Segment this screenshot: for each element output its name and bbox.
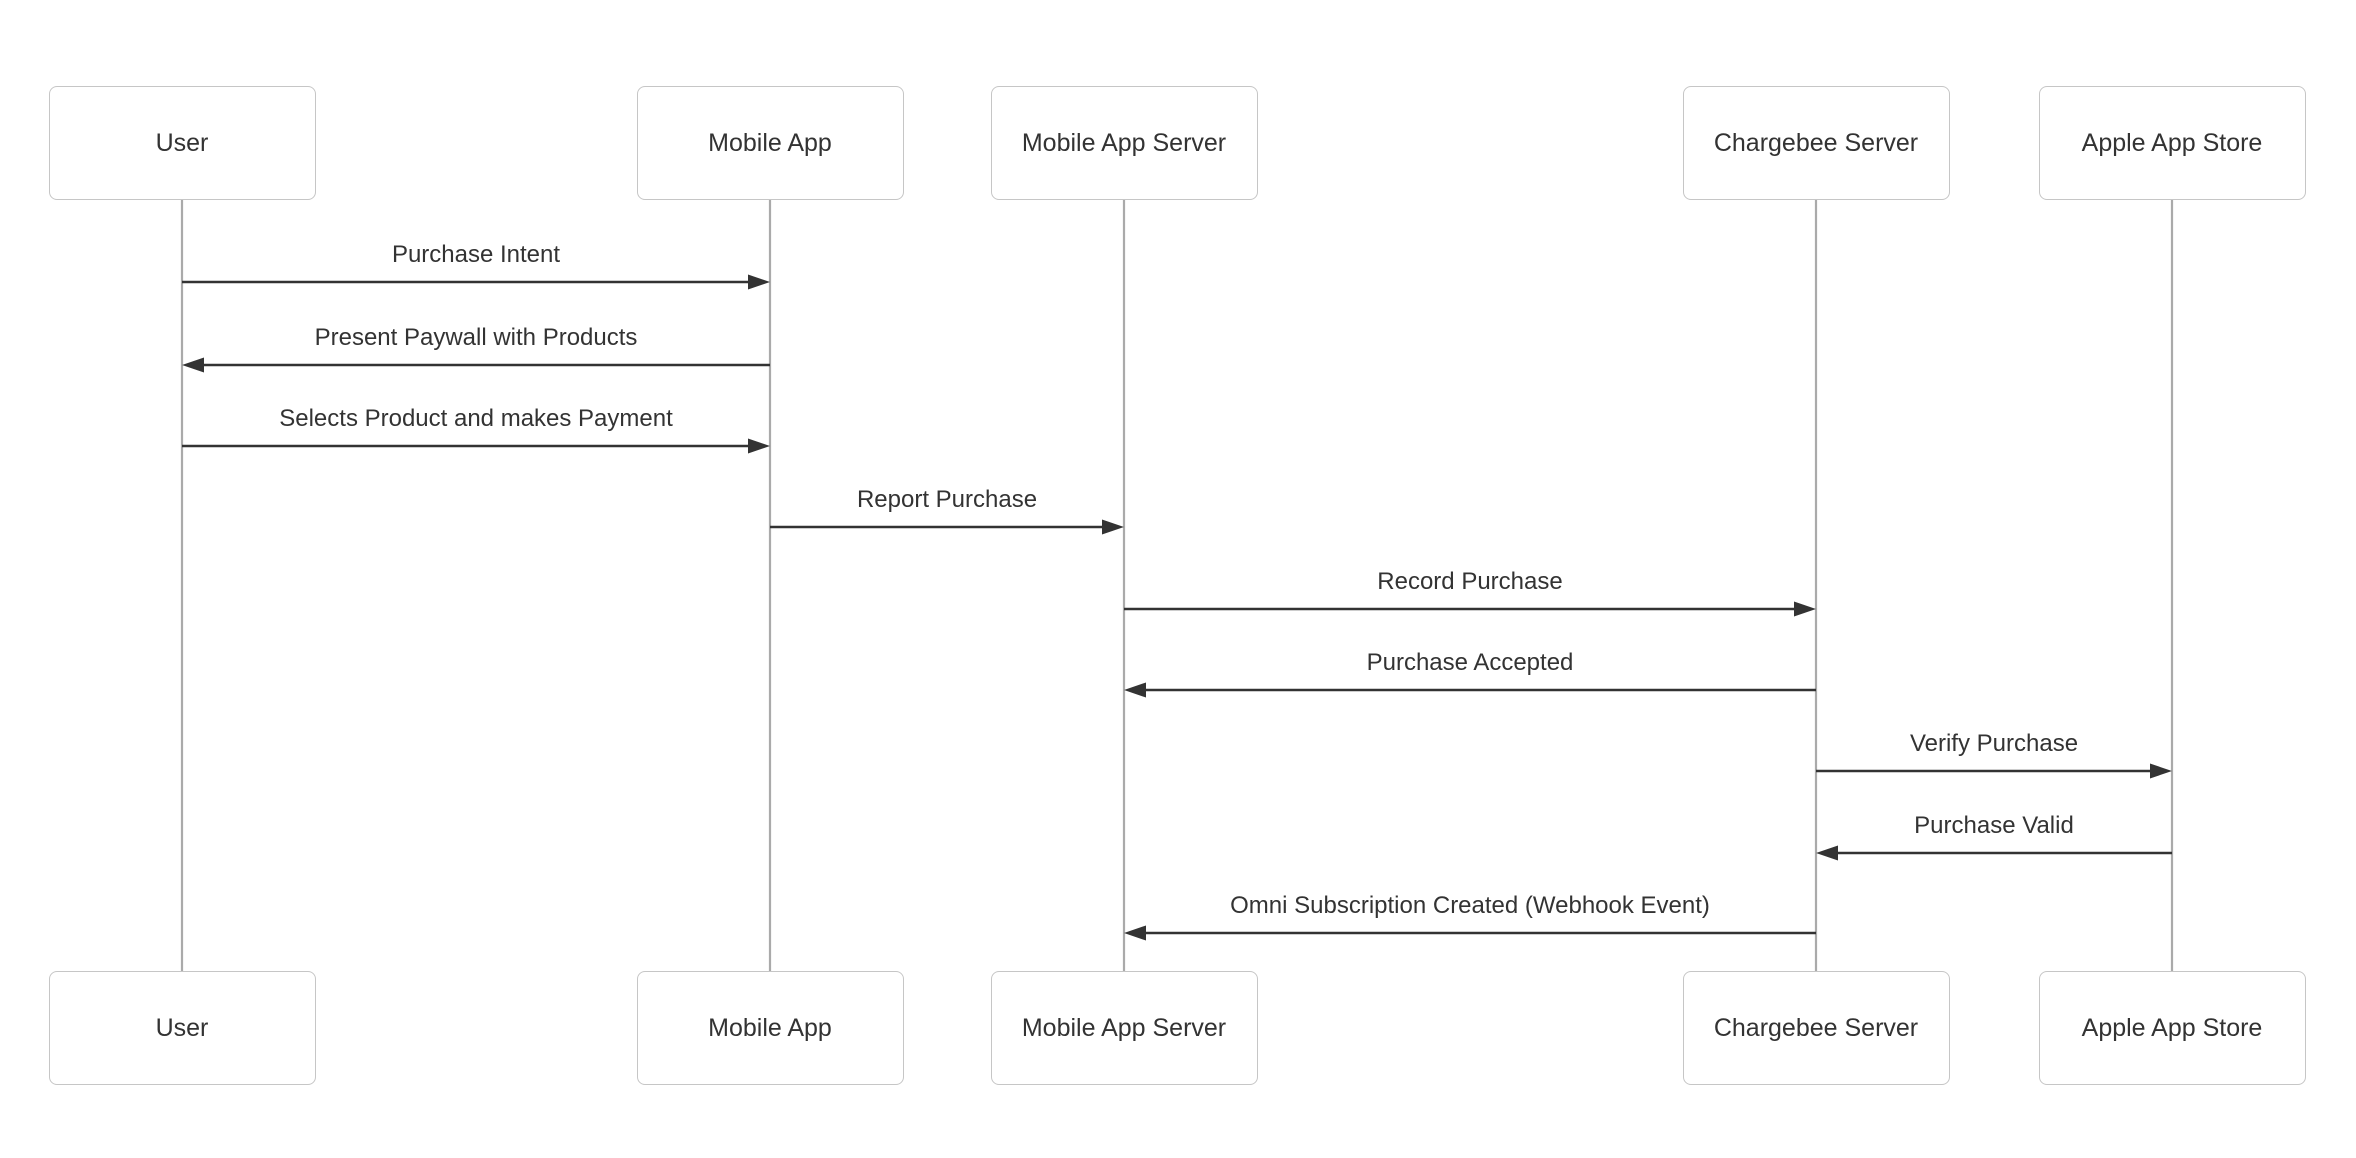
message-label-1: Purchase Intent bbox=[391, 241, 561, 268]
actor-box-bottom-mobile-app-server: Mobile App Server bbox=[990, 971, 1258, 1085]
actor-box-top-chargebee-server: Chargebee Server bbox=[1682, 86, 1950, 200]
message-arrowhead-6 bbox=[1124, 682, 1146, 698]
actor-box-bottom-mobile-app: Mobile App bbox=[636, 971, 904, 1085]
message-arrowhead-3 bbox=[748, 438, 770, 454]
actor-label: Mobile App bbox=[708, 1013, 832, 1042]
actor-label: User bbox=[155, 128, 209, 157]
message-arrowhead-7 bbox=[2150, 763, 2172, 779]
actor-box-top-apple-app-store: Apple App Store bbox=[2038, 86, 2306, 200]
message-label-3: Selects Product and makes Payment bbox=[279, 405, 673, 432]
message-label-5: Record Purchase bbox=[1377, 568, 1563, 595]
message-label-9: Omni Subscription Created (Webhook Event… bbox=[1230, 892, 1710, 919]
message-label-4: Report Purchase bbox=[856, 486, 1038, 513]
actor-label: Mobile App Server bbox=[1021, 128, 1227, 157]
message-arrowhead-5 bbox=[1794, 601, 1816, 617]
message-label-6: Purchase Accepted bbox=[1366, 649, 1574, 676]
actor-label: Mobile App bbox=[708, 128, 832, 157]
message-label-2: Present Paywall with Products bbox=[314, 324, 638, 351]
message-arrowhead-8 bbox=[1816, 845, 1838, 861]
actor-label: Chargebee Server bbox=[1713, 1013, 1919, 1042]
actor-box-top-mobile-app-server: Mobile App Server bbox=[990, 86, 1258, 200]
message-arrowhead-2 bbox=[182, 357, 204, 373]
actor-label: Apple App Store bbox=[2081, 128, 2263, 157]
actor-label: Mobile App Server bbox=[1021, 1013, 1227, 1042]
message-label-8: Purchase Valid bbox=[1914, 812, 2074, 839]
message-arrowhead-1 bbox=[748, 274, 770, 290]
actor-box-bottom-chargebee-server: Chargebee Server bbox=[1682, 971, 1950, 1085]
message-label-7: Verify Purchase bbox=[1909, 730, 2079, 757]
message-arrowhead-4 bbox=[1102, 519, 1124, 535]
actor-box-bottom-user: User bbox=[48, 971, 316, 1085]
message-arrowhead-9 bbox=[1124, 925, 1146, 941]
actor-box-top-user: User bbox=[48, 86, 316, 200]
actor-box-bottom-apple-app-store: Apple App Store bbox=[2038, 971, 2306, 1085]
actor-label: Apple App Store bbox=[2081, 1013, 2263, 1042]
actor-box-top-mobile-app: Mobile App bbox=[636, 86, 904, 200]
actor-label: User bbox=[155, 1013, 209, 1042]
actor-label: Chargebee Server bbox=[1713, 128, 1919, 157]
